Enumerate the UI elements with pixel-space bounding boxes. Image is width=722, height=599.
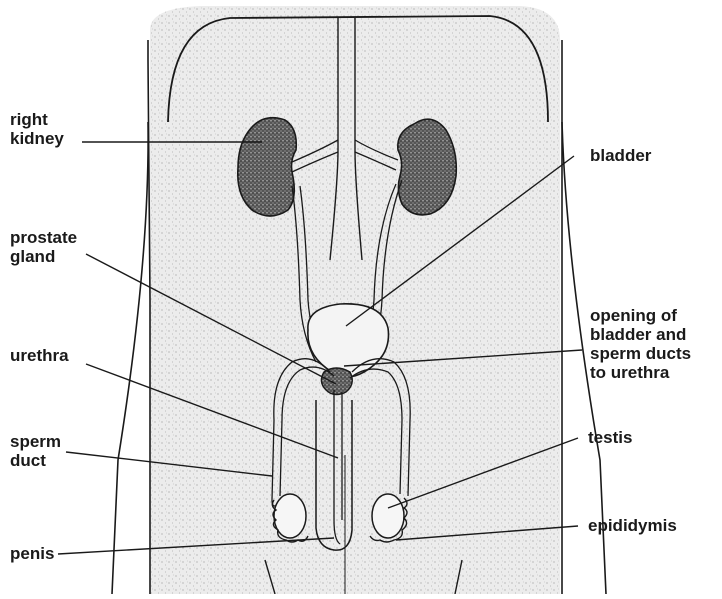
label-opening-line1: opening of [590,306,691,325]
label-penis-line1: penis [10,544,54,563]
right-testis [274,494,306,538]
label-urethra: urethra [10,346,69,365]
label-prostate-gland-line2: gland [10,247,77,266]
label-bladder-line1: bladder [590,146,651,165]
label-sperm-duct-line2: duct [10,451,61,470]
label-prostate-gland-line1: prostate [10,228,77,247]
label-bladder: bladder [590,146,651,165]
label-sperm-duct-line1: sperm [10,432,61,451]
label-opening-line4: to urethra [590,363,691,382]
label-opening-line2: bladder and [590,325,691,344]
label-right-kidney: right kidney [10,110,64,148]
label-prostate-gland: prostate gland [10,228,77,266]
label-testis-line1: testis [588,428,632,447]
label-right-kidney-line1: right [10,110,64,129]
torso-waist-left [112,122,148,594]
label-testis: testis [588,428,632,447]
prostate [321,368,352,395]
label-sperm-duct: sperm duct [10,432,61,470]
label-epididymis-line1: epididymis [588,516,677,535]
left-kidney [398,119,456,215]
label-epididymis: epididymis [588,516,677,535]
label-penis: penis [10,544,54,563]
label-right-kidney-line2: kidney [10,129,64,148]
left-testis [372,494,404,538]
label-urethra-line1: urethra [10,346,69,365]
label-opening: opening of bladder and sperm ducts to ur… [590,306,691,382]
label-opening-line3: sperm ducts [590,344,691,363]
